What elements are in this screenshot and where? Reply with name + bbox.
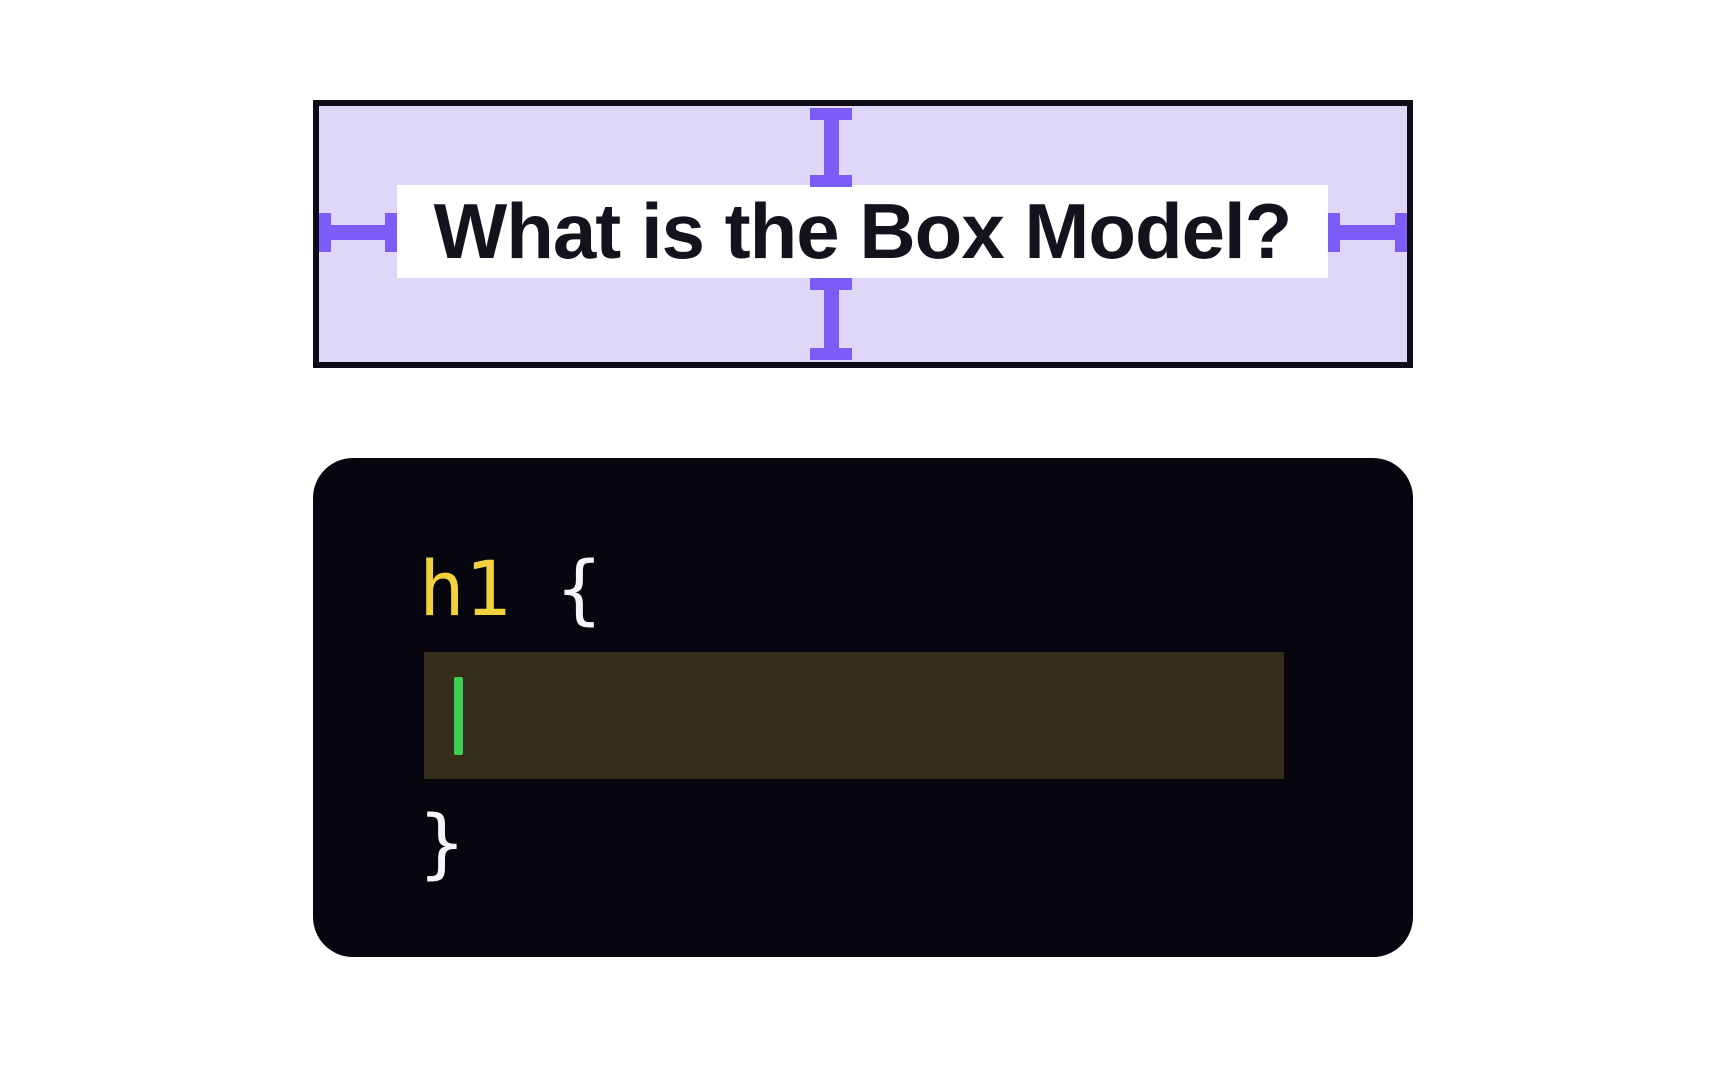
indicator-cap (319, 213, 331, 252)
box-model-heading: What is the Box Model? (433, 187, 1293, 275)
padding-indicator-bottom (810, 278, 852, 360)
indicator-cap (385, 213, 397, 252)
padding-indicator-top (810, 108, 852, 187)
indicator-cap (1395, 213, 1407, 252)
indicator-stem (823, 120, 839, 175)
css-declaration-input[interactable] (424, 652, 1284, 779)
indicator-cap (810, 175, 852, 187)
padding-indicator-right (1328, 213, 1407, 252)
close-brace-token: } (419, 798, 465, 887)
code-line-close: } (313, 779, 1413, 906)
open-brace-token: { (510, 544, 603, 633)
indicator-cap (810, 278, 852, 290)
box-model-figure: What is the Box Model? (313, 100, 1413, 368)
text-caret (454, 676, 463, 755)
css-selector-token: h1 (419, 544, 511, 633)
code-line-open: h1 { (313, 525, 1413, 652)
padding-indicator-left (319, 213, 397, 252)
indicator-stem (823, 290, 839, 348)
indicator-cap (810, 348, 852, 360)
indicator-cap (810, 108, 852, 120)
code-editor-panel: h1 { } (313, 458, 1413, 957)
indicator-stem (1340, 225, 1395, 240)
indicator-cap (1328, 213, 1340, 252)
content-box: What is the Box Model? (397, 185, 1328, 278)
indicator-stem (331, 225, 385, 240)
